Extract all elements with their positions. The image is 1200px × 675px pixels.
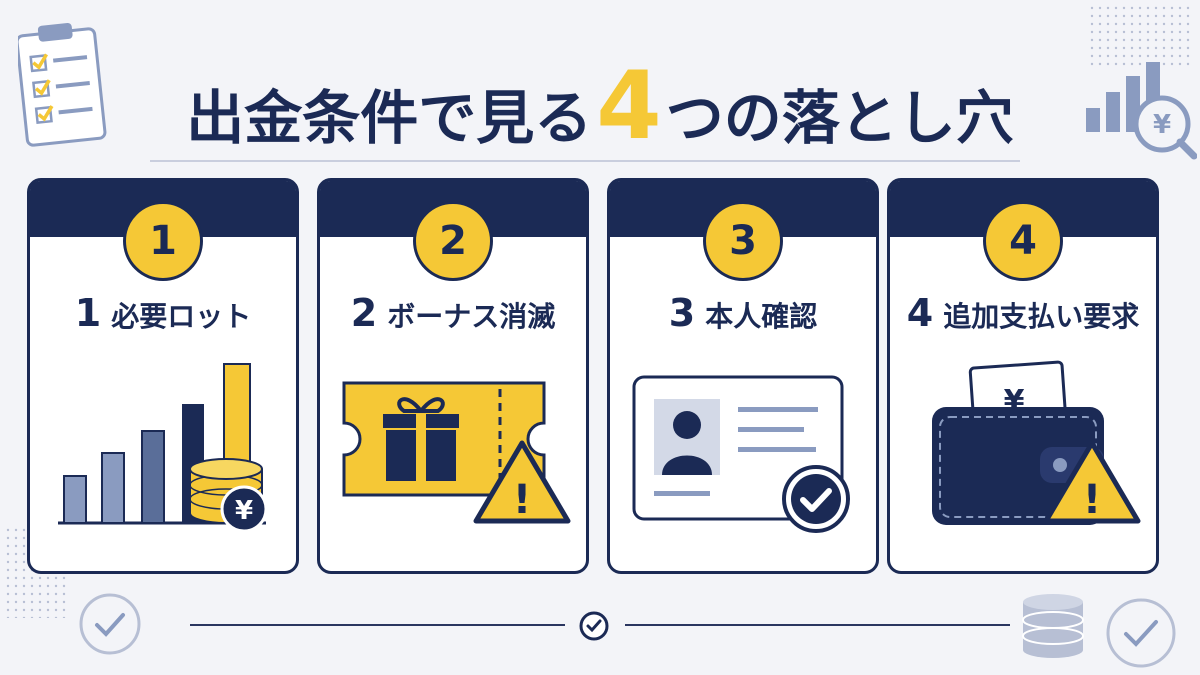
bar-chart-coins-icon: ¥ [58,363,268,531]
title-number: 4 [596,52,662,161]
title-part-2: つの落とし穴 [665,84,1014,152]
bottom-divider-right [625,624,1010,626]
wallet-icon: ¥ ! [932,360,1141,525]
check-circle-icon [1106,598,1176,668]
gift-ticket-icon: ! [342,381,571,524]
card-number-badge: 1 [123,201,203,281]
title-divider [150,160,1020,162]
svg-text:!: ! [1083,477,1101,523]
card-number-badge: 2 [413,201,493,281]
bar-chart-magnifier-icon: ¥ [1086,62,1197,160]
card-number-badge: 3 [703,201,783,281]
coin-stack-icon [1022,594,1084,658]
card-number-badge: 4 [983,201,1063,281]
svg-text:!: ! [513,477,531,523]
check-circle-icon [579,611,609,641]
clipboard-checklist-icon [18,22,107,147]
check-circle-icon [782,465,850,533]
page-title: 出金条件で見る4つの落とし穴 [0,52,1200,161]
dot-pattern-decoration [1090,6,1190,66]
yen-symbol: ¥ [1153,110,1171,140]
bottom-divider-left [190,624,565,626]
yen-symbol: ¥ [235,496,253,526]
check-circle-icon [79,593,141,655]
warning-icon: ! [1043,440,1141,524]
id-card-icon [632,375,850,533]
warning-icon: ! [473,440,571,524]
title-part-1: 出金条件で見る [186,84,593,152]
